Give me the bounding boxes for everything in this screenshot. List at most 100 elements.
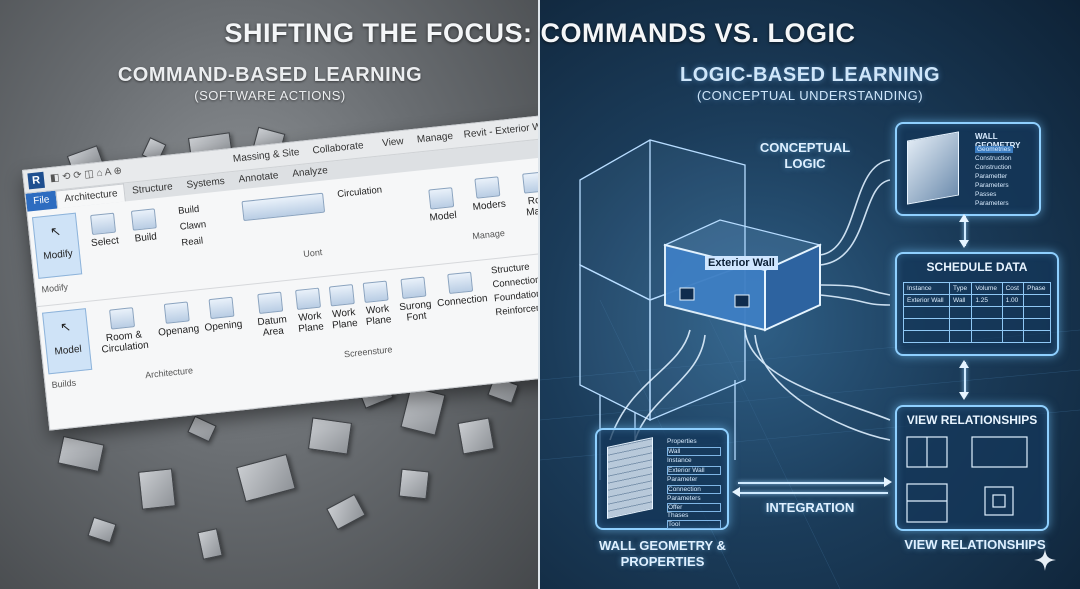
wall-geometry-box: WALL GEOMETRY Geometries Construction Co… — [895, 122, 1041, 216]
left-panel-title: COMMAND-BASED LEARNING — [117, 64, 423, 86]
revit-ribbon: R ◧ ⟲ ⟳ ◫ ⌂ A ⊕ Massing & Site Collabora… — [22, 113, 540, 431]
debris-block — [138, 468, 176, 510]
wall-section-icon — [907, 131, 959, 205]
param-construction-1: Construction — [975, 155, 1012, 162]
uont-group-label: Uont — [302, 247, 323, 260]
move-tools[interactable] — [237, 192, 329, 224]
select-button[interactable]: Select — [82, 212, 125, 250]
build-icon — [130, 208, 157, 231]
schedule-empty-row — [902, 318, 1051, 331]
qat-tab-view[interactable]: View — [381, 135, 405, 150]
sparkle-icon — [1034, 549, 1056, 571]
schedule-header-row: Instance Type Volume Cost Phase — [902, 282, 1051, 295]
room-icon — [109, 307, 136, 330]
view-relationships-caption: VIEW RELATIONSHIPS — [904, 537, 1046, 552]
qat-tab-collaborate[interactable]: Collaborate — [312, 140, 365, 157]
logic-based-panel: LOGIC-BASED LEARNING (CONCEPTUAL UNDERST… — [540, 0, 1080, 589]
build-button[interactable]: Build — [123, 207, 166, 245]
schedule-cell: 1.25 — [971, 294, 1003, 307]
modify-group-label: Modify — [41, 281, 69, 295]
schedule-header-cell: Cost — [1001, 282, 1025, 295]
command-based-panel: COMMAND-BASED LEARNING (SOFTWARE ACTIONS… — [0, 0, 540, 589]
exterior-wall-label: Exterior Wall — [705, 256, 778, 270]
model-icon — [428, 187, 455, 210]
clawn-item[interactable]: Clawn — [179, 219, 207, 233]
prop-tool: Tool — [667, 520, 721, 529]
reail-item[interactable]: Reail — [180, 235, 204, 249]
schedule-cell — [1023, 294, 1051, 307]
models-button[interactable]: Moders — [466, 175, 509, 213]
param-passes: Passes — [975, 191, 997, 198]
qat-tab-manage[interactable]: Manage — [416, 130, 454, 146]
openang-button[interactable]: Openang — [153, 300, 202, 339]
debris-block — [398, 468, 430, 500]
architecture-group-label: Architecture — [144, 365, 194, 381]
wall-properties-caption: WALL GEOMETRY & PROPERTIES — [599, 538, 726, 569]
select-icon — [90, 212, 117, 236]
build-item[interactable]: Build — [177, 203, 200, 217]
debris-block — [457, 417, 495, 455]
window-title: Revit - Exterior Wall — [463, 120, 540, 141]
qat-tab-massing[interactable]: Massing & Site — [232, 146, 300, 165]
modify-button[interactable]: ↖ Modify — [31, 212, 83, 279]
arrowhead-up-icon — [959, 214, 969, 222]
schedule-header-cell: Type — [949, 282, 973, 295]
surong-font-button[interactable]: Surong Font — [393, 276, 437, 325]
conceptual-logic-label: CONCEPTUAL LOGIC — [759, 140, 851, 171]
circulation-item[interactable]: Circulation — [336, 184, 383, 201]
work-plane-icon — [362, 280, 389, 303]
right-panel-title: LOGIC-BASED LEARNING — [680, 64, 940, 86]
work-plane-icon — [328, 284, 355, 307]
debris-block — [57, 435, 105, 473]
room-circulation-button[interactable]: Room & Circulation — [92, 305, 154, 356]
arrowhead-up-icon — [959, 360, 969, 368]
schedule-table: Instance Type Volume Cost Phase Exterior… — [902, 282, 1051, 343]
work-plane-button-3[interactable]: Work Plane — [357, 280, 398, 329]
datum-area-button[interactable]: Datum Area — [249, 291, 293, 340]
data-flow-lines — [609, 159, 891, 441]
schedule-view-link — [964, 362, 966, 396]
schedule-header-cell: Instance — [902, 282, 951, 295]
arrowhead-down-icon — [959, 392, 969, 400]
param-parameters-1: Parameters — [975, 182, 1009, 189]
arrowhead-down-icon — [959, 240, 969, 248]
prop-offer: Offer — [667, 503, 721, 512]
prop-properties: Properties — [667, 438, 697, 445]
connection-button[interactable]: Connection — [434, 270, 488, 309]
opening-button[interactable]: Opening — [198, 296, 247, 335]
debris-block — [400, 386, 446, 436]
connection-item[interactable]: Connection — [492, 274, 540, 291]
foundation-item[interactable]: Foundation — [493, 288, 540, 305]
panel-divider — [538, 0, 541, 589]
model-button[interactable]: Model — [422, 187, 461, 225]
cursor-icon: ↖ — [59, 318, 72, 335]
manage-group-label: Manage — [471, 227, 506, 242]
integration-arrow-left — [738, 492, 888, 494]
schedule-cell: Wall — [949, 294, 973, 307]
right-panel-subtitle: (CONCEPTUAL UNDERSTANDING) — [696, 88, 924, 103]
openang-icon — [163, 301, 190, 324]
prop-connection: Connection — [667, 485, 721, 494]
structure-item[interactable]: Structure — [490, 261, 531, 277]
schedule-data-row: Exterior Wall Wall 1.25 1.00 — [902, 294, 1051, 307]
roa-mass-button[interactable]: Roa Mass — [514, 170, 540, 219]
model-large-button[interactable]: ↖ Model — [42, 308, 93, 375]
debris-block — [187, 415, 217, 443]
integration-label: INTEGRATION — [765, 500, 855, 515]
view-relationships-title: VIEW RELATIONSHIPS — [906, 413, 1038, 427]
debris-block — [307, 417, 353, 455]
revit-logo-icon: R — [27, 171, 45, 190]
blueprint-drawing — [540, 139, 1080, 589]
wall-properties-box: Properties Wall Instance Exterior Wall P… — [595, 428, 729, 530]
qat-icons: ◧ ⟲ ⟳ ◫ ⌂ A ⊕ — [49, 165, 123, 185]
prop-instance: Instance — [667, 457, 692, 464]
builds-group-label: Builds — [51, 377, 77, 391]
prop-exterior-wall: Exterior Wall — [667, 466, 721, 475]
integration-arrow-right — [738, 482, 888, 484]
connection-icon — [447, 271, 474, 295]
floor-plan-icons — [906, 436, 1028, 523]
param-construction-2: Construction — [975, 164, 1012, 171]
debris-block — [236, 453, 296, 503]
geometry-schedule-link — [964, 216, 966, 246]
schedule-empty-row — [902, 306, 1051, 319]
